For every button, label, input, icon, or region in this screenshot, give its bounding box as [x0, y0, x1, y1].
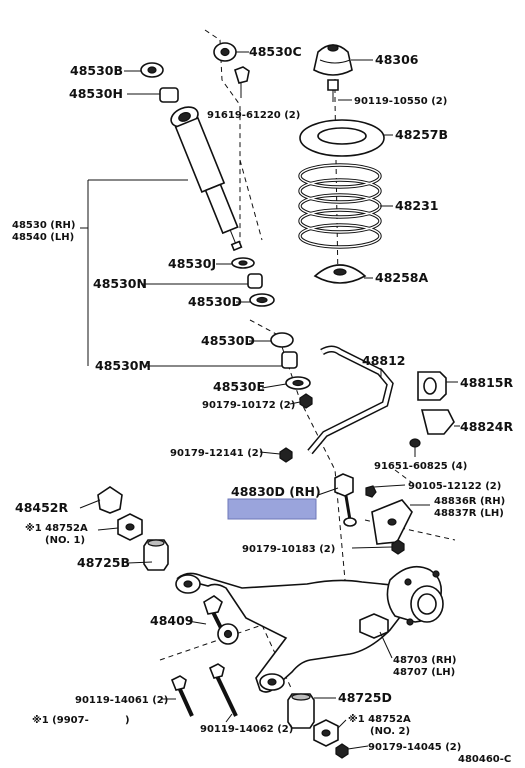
bottom-fasteners	[170, 663, 349, 759]
label-480460c: 480460-C	[458, 754, 511, 765]
stabilizer-link-48830d[interactable]	[334, 473, 354, 497]
label-48703-rh[interactable]: 48703 (RH)	[393, 655, 456, 666]
label-90119-10550[interactable]: 90119-10550 (2)	[354, 96, 447, 107]
bolt-90119-10550[interactable]	[327, 79, 339, 91]
nut-90179-12141[interactable]	[279, 447, 293, 463]
spring-group	[298, 44, 385, 284]
label-48409[interactable]: 48409	[150, 613, 194, 628]
coil-spring-48231[interactable]	[298, 163, 382, 249]
bushing-48530h[interactable]	[159, 87, 179, 103]
label-48231[interactable]: 48231	[395, 198, 439, 213]
cam-bolt-48409[interactable]	[203, 595, 223, 615]
label-48707-lh[interactable]: 48707 (LH)	[393, 667, 455, 678]
label-48812[interactable]: 48812	[362, 353, 406, 368]
bolt-90105[interactable]	[365, 485, 377, 498]
lower-arm-48703[interactable]	[176, 572, 412, 693]
label-48452r[interactable]: 48452R	[15, 500, 68, 515]
highlight-box	[227, 498, 317, 520]
label-91619-61220[interactable]: 91619-61220 (2)	[207, 110, 300, 121]
bushing-48530n[interactable]	[247, 273, 263, 289]
stabilizer-bar-48812[interactable]	[308, 347, 393, 454]
label-48815r[interactable]: 48815R	[460, 375, 513, 390]
label-90179-10183[interactable]: 90179-10183 (2)	[242, 544, 335, 555]
label-48752a-no2-sub: (NO. 2)	[370, 726, 410, 737]
label-48752a-no1-sub: (NO. 1)	[45, 535, 85, 546]
lower-arm-group	[175, 565, 444, 693]
label-48530-rh[interactable]: 48530 (RH)	[12, 220, 75, 231]
bracket-48824r[interactable]	[420, 409, 455, 435]
label-48752a-no2[interactable]: ※1 48752A	[348, 713, 411, 725]
callout-labels: 48530B 48530C 48306 48530H 91619-61220 (…	[12, 44, 513, 765]
washer-48530d-lower[interactable]	[270, 332, 294, 348]
label-90179-12141[interactable]: 90179-12141 (2)	[170, 448, 263, 459]
label-48530c[interactable]: 48530C	[249, 44, 302, 59]
label-90119-14062[interactable]: 90119-14062 (2)	[200, 724, 293, 735]
bracket-48452r[interactable]	[97, 486, 123, 514]
label-91651-60825[interactable]: 91651-60825 (4)	[374, 461, 467, 472]
label-48836r[interactable]: 48836R (RH)	[434, 496, 505, 507]
bushing-48725d[interactable]	[287, 693, 315, 729]
label-48540-lh[interactable]: 48540 (LH)	[12, 232, 74, 243]
label-48530m[interactable]: 48530M	[95, 358, 151, 373]
bolt-90119-14061[interactable]	[170, 675, 187, 691]
label-48530b[interactable]: 48530B	[70, 63, 123, 78]
label-48752a-no1[interactable]: ※1 48752A	[25, 522, 88, 534]
label-9907-close: )	[125, 715, 130, 726]
label-48824r[interactable]: 48824R	[460, 419, 513, 434]
label-48830d[interactable]: 48830D (RH)	[231, 484, 321, 499]
stabilizer-group	[279, 345, 455, 555]
label-48258a[interactable]: 48258A	[375, 270, 428, 285]
label-48530h[interactable]: 48530H	[69, 86, 123, 101]
label-48257b[interactable]: 48257B	[395, 127, 448, 142]
bushing-48530m[interactable]	[281, 351, 298, 369]
label-90105-12122[interactable]: 90105-12122 (2)	[408, 481, 501, 492]
nut-90179-10172[interactable]	[299, 393, 313, 409]
nut-90179-14045[interactable]	[335, 743, 349, 759]
label-90119-14061[interactable]: 90119-14061 (2)	[75, 695, 168, 706]
label-48530d-upper[interactable]: 48530D	[188, 294, 242, 309]
label-90179-10172[interactable]: 90179-10172 (2)	[202, 400, 295, 411]
shock-absorber[interactable]	[168, 103, 251, 253]
label-48837r[interactable]: 48837R (LH)	[434, 508, 504, 519]
nut-90179-10183[interactable]	[391, 539, 405, 555]
shock-bushings	[231, 257, 313, 409]
bolt-91651[interactable]	[409, 438, 421, 448]
label-48306[interactable]: 48306	[375, 52, 419, 67]
label-48530e[interactable]: 48530E	[213, 379, 265, 394]
label-90179-14045[interactable]: 90179-14045 (2)	[368, 742, 461, 753]
label-48530d-lower[interactable]: 48530D	[201, 333, 255, 348]
label-48530n[interactable]: 48530N	[93, 276, 147, 291]
label-9907-note: ※1 (9907-	[32, 714, 89, 726]
label-48725b[interactable]: 48725B	[77, 555, 130, 570]
bolt-91619[interactable]	[234, 66, 250, 84]
shock-absorber-group	[140, 42, 251, 253]
leader-lines	[79, 51, 460, 750]
label-48530j[interactable]: 48530J	[168, 256, 216, 271]
bolt-90119-14062[interactable]	[208, 663, 225, 679]
bump-stopper-48306[interactable]	[313, 44, 353, 76]
label-48725d[interactable]: 48725D	[338, 690, 392, 705]
